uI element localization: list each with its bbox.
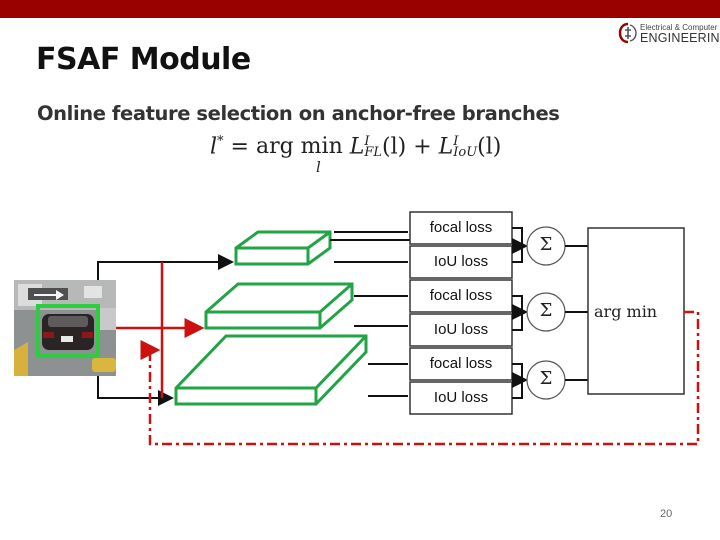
formula-term2-arg: (l) <box>477 134 502 160</box>
loss-label-1: focal loss <box>429 219 493 236</box>
slide-title: FSAF Module <box>36 42 251 77</box>
formula-term1: L <box>349 134 365 160</box>
loss-label-4: IoU loss <box>433 321 489 338</box>
formula-plus: + <box>406 134 439 160</box>
formula-argmin-under: l <box>315 158 321 177</box>
loss-to-sum-3 <box>512 363 526 399</box>
header-bar <box>0 0 720 18</box>
formula-equals: = <box>223 134 256 160</box>
sum-symbol-1: Σ <box>539 234 553 255</box>
sum-symbol-2: Σ <box>539 300 553 321</box>
loss-label-2: IoU loss <box>433 253 489 270</box>
argmin-label: arg min <box>594 302 658 321</box>
formula-argmin-op: arg min <box>255 134 343 160</box>
level-top-branch <box>334 231 408 263</box>
loss-box-4 <box>409 313 513 347</box>
formula-term1-sub: FL <box>364 145 383 161</box>
instance-arrow-top <box>97 254 234 298</box>
loss-box-6 <box>409 381 513 415</box>
formula-term2-sub: IoU <box>453 145 478 161</box>
logo-text-department: Electrical & Computer <box>640 23 718 32</box>
gt-bounding-box <box>36 304 100 358</box>
department-logo: Electrical & Computer ENGINEERING <box>618 22 720 46</box>
formula-lhs: l <box>210 134 218 160</box>
feature-level-bottom <box>174 334 368 406</box>
loss-box-2 <box>409 245 513 279</box>
feedback-loop <box>140 310 700 446</box>
formula-term1-arg: (l) <box>382 134 407 160</box>
feature-level-middle <box>204 282 354 330</box>
university-seal-icon <box>618 22 637 44</box>
formula-term1-sup: I <box>364 134 370 150</box>
loss-box-5 <box>409 347 513 381</box>
sum-symbol-3: Σ <box>539 368 553 389</box>
logo-text-engineering: ENGINEERING <box>640 31 720 45</box>
loss-label-6: IoU loss <box>433 389 489 406</box>
page-number: 20 <box>660 508 673 520</box>
level-middle-branch <box>354 295 408 327</box>
formula-term2: L <box>438 134 454 160</box>
car-shape <box>42 314 94 350</box>
loss-label-3: focal loss <box>429 287 493 304</box>
input-image <box>14 280 116 376</box>
formula-term2-sup: I <box>453 134 459 150</box>
slide-subtitle: Online feature selection on anchor-free … <box>37 102 560 125</box>
loss-box-1 <box>409 211 513 245</box>
loss-to-sum-1 <box>512 227 526 263</box>
loss-label-5: focal loss <box>429 355 493 372</box>
feature-level-top <box>234 230 332 266</box>
argmin-box <box>587 227 685 395</box>
loss-to-sum-2 <box>512 295 526 331</box>
formula-lhs-sup: * <box>217 134 224 149</box>
level-bottom-branch <box>368 363 408 397</box>
